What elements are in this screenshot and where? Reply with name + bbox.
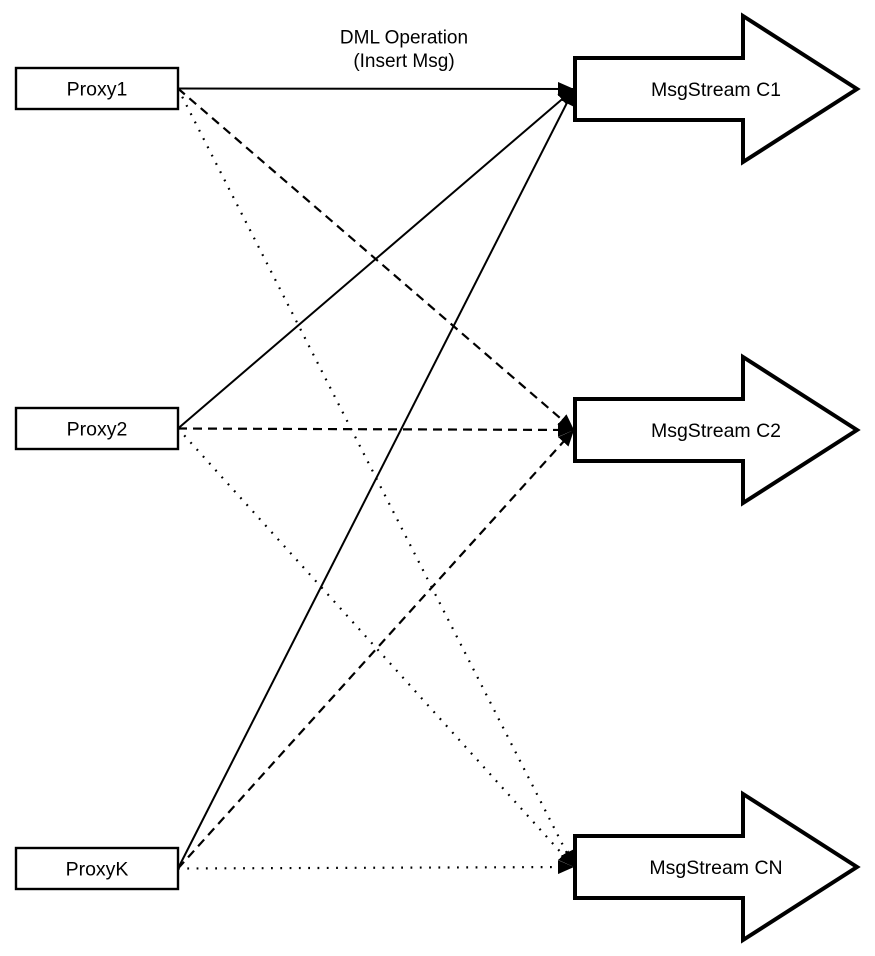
- node-msgstream-cn: MsgStream CN: [573, 790, 861, 944]
- connection-proxy2-c2: [177, 422, 575, 437]
- connection-proxy1-c2: [177, 87, 575, 431]
- connection-proxy1-c1: [177, 81, 575, 96]
- msgstream-c2-label: MsgStream C2: [651, 420, 781, 442]
- msgstream-cn-arrow-shape: [573, 790, 861, 944]
- proxyk-box: [14, 846, 180, 891]
- diagram-title-line1: DML Operation: [340, 28, 468, 49]
- proxy2-box: [14, 406, 180, 451]
- connections-layer: [177, 81, 575, 875]
- proxyk-label: ProxyK: [66, 859, 129, 881]
- proxy2-label: Proxy2: [67, 419, 128, 441]
- proxy1-box: [14, 66, 180, 111]
- node-proxy1: Proxy1: [14, 66, 180, 111]
- diagram-title: DML Operation (Insert Msg): [340, 28, 468, 73]
- connection-proxyk-c2: [177, 429, 575, 870]
- diagram-title-line2: (Insert Msg): [353, 51, 454, 72]
- node-proxy2: Proxy2: [14, 406, 180, 451]
- msgstream-c1-arrow-shape: [573, 12, 861, 166]
- node-msgstream-c2: MsgStream C2: [573, 353, 861, 507]
- node-msgstream-c1: MsgStream C1: [573, 12, 861, 166]
- msgstream-c2-arrow-shape: [573, 353, 861, 507]
- connection-proxyk-cn: [177, 860, 575, 875]
- msgstream-c1-label: MsgStream C1: [651, 79, 781, 101]
- proxy1-label: Proxy1: [67, 79, 128, 101]
- node-proxyk: ProxyK: [14, 846, 180, 891]
- msgstream-cn-label: MsgStream CN: [649, 857, 782, 879]
